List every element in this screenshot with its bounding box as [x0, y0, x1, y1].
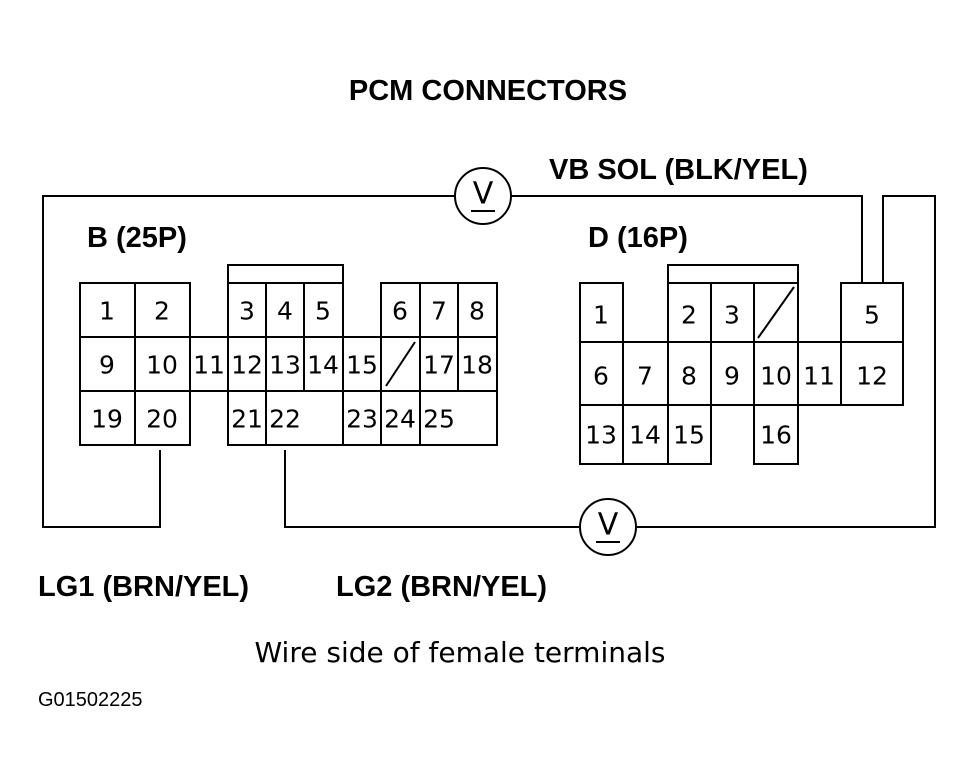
b-terminal-11: 11 — [193, 351, 225, 380]
b-terminal-14: 14 — [307, 351, 339, 380]
d-terminal-8: 8 — [681, 362, 697, 391]
b-terminal-18: 18 — [461, 351, 493, 380]
b-terminal-6: 6 — [392, 297, 408, 326]
b-terminal-24: 24 — [384, 405, 416, 434]
connector-d-block-16 — [753, 404, 799, 465]
lg1-wire-label: LG1 (BRN/YEL) — [38, 571, 249, 603]
b-terminal-25: 25 — [423, 405, 455, 434]
voltmeter-top-symbol: V — [473, 177, 494, 212]
connector-d-cell-grid — [580, 282, 903, 406]
connector-b-blank-16 — [385, 341, 416, 387]
b-terminal-3: 3 — [239, 297, 255, 326]
voltmeter-top-icon — [454, 167, 512, 225]
b-terminal-19: 19 — [91, 405, 123, 434]
d-terminal-13: 13 — [585, 421, 617, 450]
bottom-probe-wire — [284, 450, 580, 528]
b-terminal-4: 4 — [277, 297, 293, 326]
b-terminal-13: 13 — [269, 351, 301, 380]
bottom-probe-wire-right — [636, 195, 936, 528]
voltmeter-bottom-icon — [579, 498, 637, 556]
top-probe-wire-right — [511, 195, 863, 283]
b-terminal-9: 9 — [99, 351, 115, 380]
connector-d-blank-4 — [757, 286, 795, 339]
b-terminal-17: 17 — [423, 351, 455, 380]
d-terminal-15: 15 — [673, 421, 705, 450]
connector-d-block-col2 — [622, 341, 669, 465]
figure-code: G01502225 — [38, 689, 143, 711]
b-terminal-12: 12 — [231, 351, 263, 380]
b-terminal-2: 2 — [154, 297, 170, 326]
b-terminal-20: 20 — [146, 405, 178, 434]
d-terminal-14: 14 — [629, 421, 661, 450]
d-terminal-16: 16 — [760, 421, 792, 450]
b-terminal-5: 5 — [315, 297, 331, 326]
d-terminal-7: 7 — [637, 362, 653, 391]
b-terminal-10: 10 — [146, 351, 178, 380]
b-terminal-15: 15 — [346, 351, 378, 380]
d-terminal-9: 9 — [724, 362, 740, 391]
connector-d-block-15 — [667, 404, 712, 465]
diagram-caption: Wire side of female terminals — [254, 636, 665, 669]
d-terminal-6: 6 — [593, 362, 609, 391]
d-terminal-3: 3 — [724, 301, 740, 330]
b-terminal-23: 23 — [346, 405, 378, 434]
page-title: PCM CONNECTORS — [349, 75, 627, 107]
connector-d-block-center — [667, 264, 799, 406]
b-terminal-8: 8 — [469, 297, 485, 326]
connector-d-label: D (16P) — [588, 222, 688, 254]
voltmeter-bottom: V — [579, 498, 637, 556]
b-terminal-7: 7 — [431, 297, 447, 326]
connector-d: 1 2 3 5 6 7 8 9 10 11 12 13 14 15 16 — [579, 264, 904, 465]
connector-b-bridge-1 — [189, 336, 229, 392]
b-terminal-1: 1 — [99, 297, 115, 326]
top-probe-wire — [42, 195, 455, 528]
b-terminal-22: 22 — [269, 405, 301, 434]
connector-d-block-right — [840, 282, 904, 406]
vb-sol-wire-label: VB SOL (BLK/YEL) — [549, 154, 808, 186]
connector-b: 1 2 3 4 5 6 7 8 9 10 11 12 13 14 15 17 1… — [79, 264, 498, 446]
d-terminal-2: 2 — [681, 301, 697, 330]
connector-d-block-left — [579, 282, 624, 465]
connector-b-label: B (25P) — [87, 222, 187, 254]
connector-b-cell-grid — [80, 282, 497, 445]
d-terminal-12: 12 — [856, 362, 888, 391]
voltmeter-bottom-symbol: V — [598, 508, 619, 543]
voltmeter-top: V — [454, 167, 512, 225]
d-terminal-10: 10 — [760, 362, 792, 391]
d-terminal-1: 1 — [593, 301, 609, 330]
b-terminal-21: 21 — [231, 405, 263, 434]
connector-d-block-11 — [797, 341, 842, 406]
d-terminal-11: 11 — [803, 362, 835, 391]
d-terminal-5: 5 — [864, 301, 880, 330]
lg2-wire-label: LG2 (BRN/YEL) — [336, 571, 547, 603]
